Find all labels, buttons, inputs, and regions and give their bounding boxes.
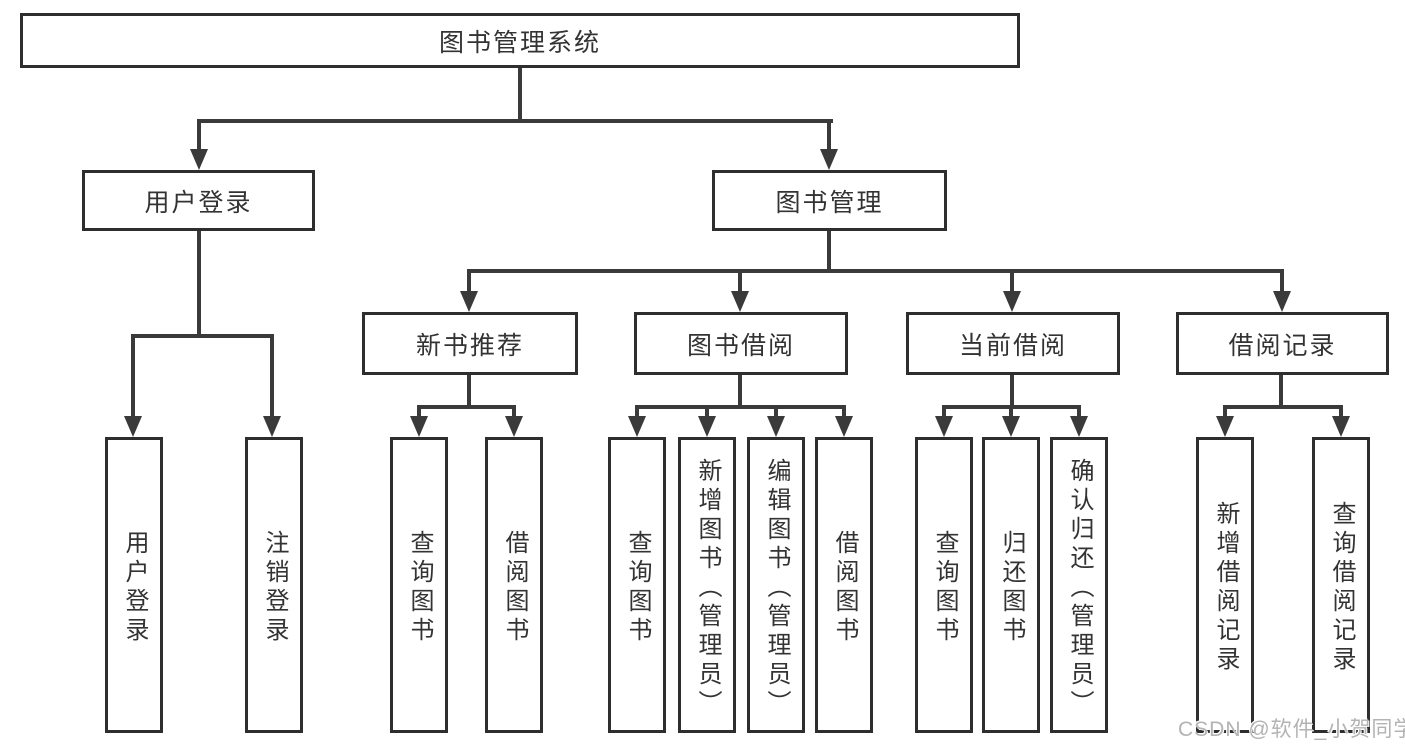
node-user-login: 用户登录 xyxy=(82,170,315,231)
arrowhead-icon xyxy=(1003,291,1021,312)
connector-line xyxy=(1223,405,1343,409)
connector-line xyxy=(1279,373,1283,409)
node-leaf-borrow-books-2: 借阅图书 xyxy=(815,437,873,733)
connector-line xyxy=(467,373,471,409)
node-leaf-query-books-2: 查询图书 xyxy=(608,437,666,733)
connector-line xyxy=(131,334,135,418)
connector-line xyxy=(1280,269,1284,295)
connector-line xyxy=(842,405,846,418)
arrowhead-icon xyxy=(460,291,478,312)
connector-line xyxy=(1010,373,1014,409)
arrowhead-icon xyxy=(190,149,208,170)
node-leaf-query-borrow-record: 查询借阅记录 xyxy=(1312,437,1370,733)
arrowhead-icon xyxy=(628,416,646,437)
connector-line xyxy=(774,405,778,418)
node-leaf-add-books-admin: 新增图书（管理员） xyxy=(678,437,736,733)
arrowhead-icon xyxy=(1332,416,1350,437)
connector-line xyxy=(467,269,471,295)
connector-line xyxy=(635,405,639,418)
arrowhead-icon xyxy=(124,416,142,437)
arrowhead-icon xyxy=(698,416,716,437)
csdn-watermark: CSDN @软件_小贺同学 xyxy=(1178,718,1405,741)
arrowhead-icon xyxy=(935,416,953,437)
node-leaf-confirm-return-admin: 确认归还（管理员） xyxy=(1050,437,1108,733)
connector-line xyxy=(1009,405,1013,418)
node-borrowing-records: 借阅记录 xyxy=(1176,312,1389,375)
connector-line xyxy=(197,231,201,338)
connector-line xyxy=(635,405,846,409)
node-current-borrowing: 当前借阅 xyxy=(906,312,1120,375)
arrowhead-icon xyxy=(505,416,523,437)
arrowhead-icon xyxy=(1002,416,1020,437)
node-leaf-query-books-3: 查询图书 xyxy=(915,437,973,733)
node-book-borrowing: 图书借阅 xyxy=(634,312,848,375)
arrowhead-icon xyxy=(1273,291,1291,312)
connector-line xyxy=(518,68,522,123)
arrowhead-icon xyxy=(767,416,785,437)
arrowhead-icon xyxy=(1070,416,1088,437)
connector-line xyxy=(467,269,1284,273)
node-leaf-logout: 注销登录 xyxy=(245,437,303,733)
connector-line xyxy=(942,405,946,418)
connector-line xyxy=(1223,405,1227,418)
node-leaf-return-books: 归还图书 xyxy=(982,437,1040,733)
arrowhead-icon xyxy=(835,416,853,437)
arrowhead-icon xyxy=(820,149,838,170)
connector-line xyxy=(738,269,742,295)
connector-line xyxy=(827,231,831,273)
node-leaf-user-login: 用户登录 xyxy=(105,437,163,733)
connector-line xyxy=(705,405,709,418)
connector-line xyxy=(1339,405,1343,418)
node-leaf-query-books-1: 查询图书 xyxy=(390,437,448,733)
node-leaf-borrow-books-1: 借阅图书 xyxy=(485,437,543,733)
connector-line xyxy=(417,405,516,409)
connector-line xyxy=(197,119,201,153)
node-leaf-edit-books-admin: 编辑图书（管理员） xyxy=(747,437,805,733)
connector-line xyxy=(131,334,274,338)
connector-line xyxy=(1077,405,1081,418)
arrowhead-icon xyxy=(731,291,749,312)
connector-line xyxy=(738,373,742,409)
arrowhead-icon xyxy=(410,416,428,437)
node-library-management-system: 图书管理系统 xyxy=(20,13,1020,68)
connector-line xyxy=(417,405,421,418)
node-book-management: 图书管理 xyxy=(712,170,947,231)
connector-line xyxy=(1010,269,1014,295)
node-leaf-add-borrow-record: 新增借阅记录 xyxy=(1196,437,1254,733)
node-new-book-recommendation: 新书推荐 xyxy=(362,312,578,375)
arrowhead-icon xyxy=(1216,416,1234,437)
connector-line xyxy=(197,119,833,123)
connector-line xyxy=(512,405,516,418)
connector-line xyxy=(827,119,831,153)
arrowhead-icon xyxy=(263,416,281,437)
connector-line xyxy=(270,334,274,418)
